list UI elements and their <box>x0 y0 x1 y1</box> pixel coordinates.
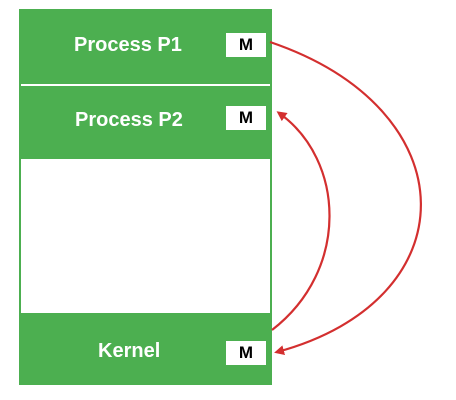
free-memory-region <box>21 159 270 313</box>
block-divider <box>21 84 270 86</box>
process-p1-block: Process P1 M <box>21 11 270 84</box>
kernel-label: Kernel <box>98 340 161 362</box>
arrow-p1-to-kernel <box>269 40 422 355</box>
kernel-marker: M <box>226 341 266 365</box>
memory-layout: Process P1 M Process P2 M Kernel M <box>19 9 272 385</box>
process-p2-block: Process P2 M <box>21 88 270 157</box>
arrow-kernel-to-p2 <box>271 111 331 331</box>
kernel-block: Kernel M <box>21 315 270 383</box>
process-p1-marker: M <box>226 33 266 57</box>
process-p2-label: Process P2 <box>75 109 183 131</box>
process-p1-label: Process P1 <box>74 34 182 56</box>
process-p2-marker: M <box>226 106 266 130</box>
